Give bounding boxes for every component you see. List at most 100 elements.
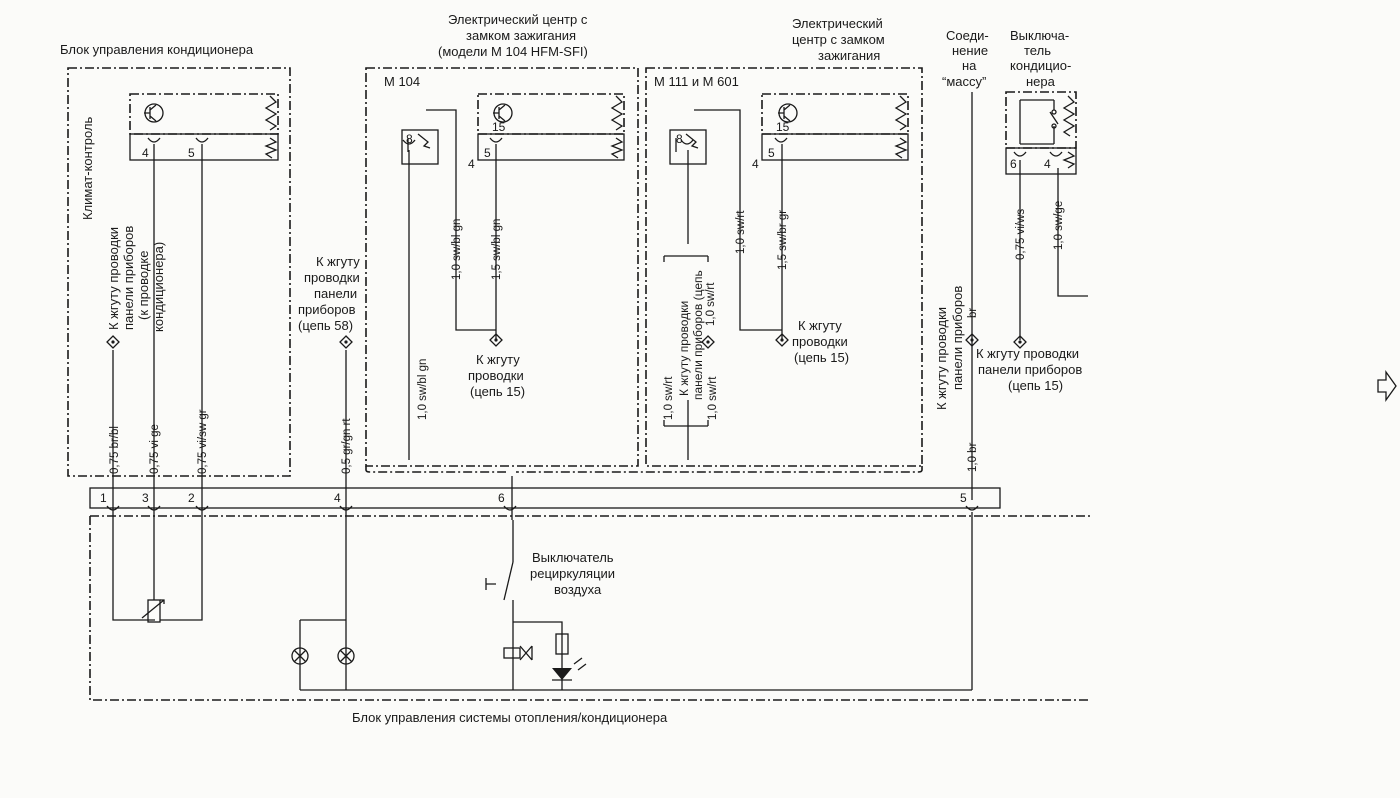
relay-contact-b — [675, 133, 699, 152]
m111-label: М 111 и М 601 — [654, 74, 739, 89]
harness58-line3: панели — [314, 286, 357, 301]
valve-icon — [519, 645, 533, 661]
wire-code: 0,5 gr/gn rt — [341, 418, 353, 474]
harness-vert-line2: панели приборов — [950, 286, 965, 390]
pin-number: 4 — [334, 491, 341, 505]
coil-3 — [894, 95, 908, 131]
pin-sockets — [106, 137, 1063, 511]
transistor-icon — [493, 103, 513, 123]
wire-code: 0,75 br/bl — [109, 426, 121, 474]
m104-label: М 104 — [384, 74, 420, 89]
connector-diamond-icon — [339, 335, 353, 349]
solenoid-icon — [503, 647, 521, 659]
pin-number: 5 — [484, 146, 491, 160]
harness15c-line2: панели приборов — [978, 362, 1082, 377]
pin-number: 15 — [492, 120, 506, 134]
page-continue-arrow-icon — [1377, 369, 1397, 403]
coil-1b — [264, 137, 278, 159]
connector-diamond-icon — [775, 333, 789, 347]
wire-code: 1,5 sw/bl gn — [491, 219, 503, 280]
recirc-line2: рециркуляции — [530, 566, 615, 581]
elec-center-m111-box — [645, 67, 923, 467]
climate-control-label: Климат-контроль — [80, 116, 95, 220]
ac-control-box — [67, 67, 291, 477]
harness-label-3: (к проводке — [136, 251, 151, 320]
ground-line2: нение — [952, 43, 988, 58]
ec2-title-line2: центр с замком — [792, 32, 885, 47]
switch-terminal — [1051, 109, 1057, 115]
connector-diamond-icon — [1013, 335, 1027, 349]
connector-diamond-icon — [489, 333, 503, 347]
connector-diamond-icon — [701, 335, 715, 349]
resistor-icon — [555, 633, 569, 655]
harness-panel-line2: панели приборов (цепь — [691, 270, 705, 400]
harness15a-line2: проводки — [468, 368, 524, 383]
wire-group-brace — [663, 255, 709, 427]
ac-switch-connector — [1005, 147, 1077, 175]
led-rays-icon — [552, 657, 587, 681]
recirc-line1: Выключатель — [532, 550, 614, 565]
bottom-title: Блок управления системы отопления/кондиц… — [352, 710, 668, 725]
pin-number: 5 — [960, 491, 967, 505]
wire-code: 1,0 sw/ge — [1053, 201, 1065, 250]
pin-number: 4 — [752, 157, 759, 171]
harness15b-line1: К жгуту — [798, 318, 842, 333]
wire-code: 1,0 sw/rt — [663, 376, 675, 420]
heater-control-box — [89, 515, 1090, 701]
coil-3b — [894, 137, 908, 159]
wire-code: 1,0 sw/rt — [705, 282, 717, 326]
switch-terminal — [1051, 123, 1057, 129]
wire-code: 0,75 vi/ws — [1015, 209, 1027, 260]
ec-title-line2: замком зажигания — [466, 28, 576, 43]
relay-box-a — [401, 129, 439, 165]
harness15a-line1: К жгуту — [476, 352, 520, 367]
potentiometer-arrow-icon — [141, 599, 165, 619]
ground-line1: Соеди- — [946, 28, 989, 43]
harness-vert-line1: К жгуту проводки — [934, 307, 949, 410]
harness-label-4: кондиционера) — [151, 242, 166, 332]
transistor-icon — [778, 103, 798, 123]
elec-center-m104-box — [365, 67, 639, 467]
pin-number: 4 — [142, 146, 149, 160]
connector-strip-2 — [477, 133, 625, 161]
ac-switch-line1: Выключа- — [1010, 28, 1069, 43]
wire-code: 1,0 sw/bl gn — [417, 359, 429, 420]
harness-panel-line1: К жгуту проводки — [677, 301, 691, 396]
ec-title-line1: Электрический центр с — [448, 12, 588, 27]
pin-number: 4 — [468, 157, 475, 171]
ac-switch-line2: тель — [1024, 43, 1051, 58]
wires — [112, 92, 1088, 691]
wire-code: 1,0 sw/bl gn — [451, 219, 463, 280]
pin-number: 15 — [776, 120, 790, 134]
wire-code: 0,75 vi ge — [149, 424, 161, 474]
lamp-icon — [291, 647, 309, 665]
ac-switch-line4: нера — [1026, 74, 1056, 89]
harness58-line4: приборов — [298, 302, 356, 317]
coil-2b — [610, 137, 624, 159]
wire-code: 1,0 sw/rt — [707, 376, 719, 420]
connector-strip-1 — [129, 133, 279, 161]
harness15c-line1: К жгуту проводки — [976, 346, 1079, 361]
transistor-icon — [144, 103, 164, 123]
coil-2 — [610, 95, 624, 131]
ground-line4: “массу” — [942, 74, 986, 89]
harness-label-1: К жгуту проводки — [106, 227, 121, 330]
coil-4b — [1062, 151, 1076, 169]
wire-code: 0,75 vi/sw gr — [197, 409, 209, 474]
pin-number: 3 — [142, 491, 149, 505]
ec-title-line3: (модели М 104 HFM-SFI) — [438, 44, 588, 59]
connector-diamond-icon — [106, 335, 120, 349]
wire-code: 1,0 sw/rt — [735, 210, 747, 254]
harness58-line1: К жгуту — [316, 254, 360, 269]
pin-number: 2 — [188, 491, 195, 505]
pin-number: 6 — [1010, 157, 1017, 171]
relay-contact-a — [407, 133, 431, 152]
pin-number: 6 — [498, 491, 505, 505]
ac-control-title: Блок управления кондиционера — [60, 42, 254, 57]
wire-code: 1,0 br — [967, 442, 979, 472]
harness58-line5: (цепь 58) — [298, 318, 353, 333]
ec2-title-line3: зажигания — [818, 48, 880, 63]
coil-4 — [1062, 95, 1076, 137]
